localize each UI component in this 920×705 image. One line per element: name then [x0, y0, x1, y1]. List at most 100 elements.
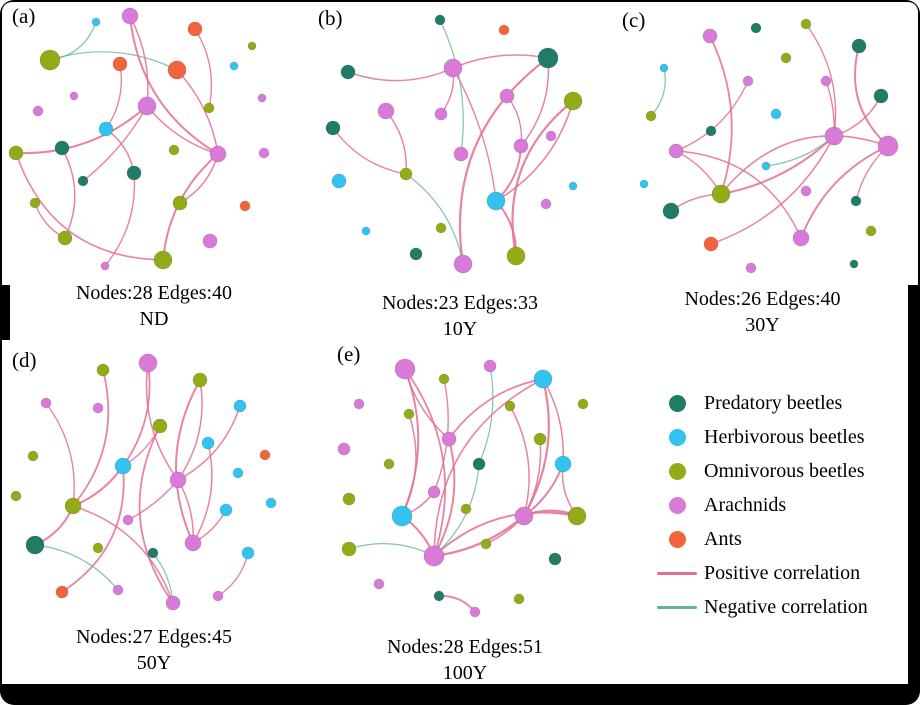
positive-correlation-edge [129, 15, 149, 107]
herbivorous-beetle-node [232, 467, 244, 479]
arachnid-node [453, 146, 469, 162]
legend-label: Herbivorous beetles [704, 426, 865, 448]
positive-correlation-edge [122, 362, 151, 467]
negative-correlation-edge [478, 365, 494, 465]
arachnid-node [792, 229, 810, 247]
arachnid-node [137, 96, 157, 116]
positive-correlation-edge [805, 23, 837, 137]
positive-correlation-edge [177, 405, 241, 481]
herbivorous-beetle-node [91, 17, 101, 27]
predatory-beetle-node [325, 120, 341, 136]
positive-correlation-edge [710, 135, 835, 245]
omnivorous-beetle-node [399, 167, 413, 181]
herbivorous-beetle-node [201, 436, 215, 450]
positive-correlation-edge [448, 378, 544, 440]
predatory-beetle-node [472, 457, 486, 471]
omnivorous-beetle-node [577, 398, 589, 410]
herbivorous-beetle-node [554, 455, 572, 473]
arachnid-node [513, 138, 529, 154]
omnivorous-beetle-node [168, 144, 180, 156]
positive-correlation-edge [72, 369, 110, 507]
panel-e-label: (e) [337, 342, 361, 366]
arachnid-node [441, 431, 457, 447]
negative-correlation-line-icon [657, 606, 697, 609]
arachnid-node [353, 398, 365, 410]
positive-correlation-edge [177, 479, 194, 544]
predatory-beetle-dot-icon [668, 395, 686, 412]
omnivorous-beetle-node [438, 373, 450, 385]
positive-correlation-edge [177, 379, 203, 481]
arachnid-node [209, 145, 227, 163]
positive-correlation-edge [217, 552, 249, 597]
omnivorous-beetle-node [504, 400, 516, 412]
positive-correlation-edge [192, 442, 213, 544]
arachnid-node [668, 143, 684, 159]
omnivorous-beetle-node [96, 363, 110, 377]
predatory-beetle-node [850, 195, 862, 207]
positive-correlation-edge [72, 465, 124, 507]
arachnid-node [824, 126, 844, 146]
ant-node [187, 21, 203, 37]
ant-node [703, 236, 719, 252]
arachnid-node [122, 514, 134, 526]
arachnid-node [377, 102, 395, 120]
panel-d: (d) Nodes:27 Edges:45 50Y [6, 346, 302, 676]
panel-b-stats: Nodes:23 Edges:33 [381, 292, 539, 314]
legend-item: Herbivorous beetles [656, 426, 912, 449]
herbivorous-beetle-node [568, 181, 578, 191]
herbivorous-beetle-node [761, 161, 771, 171]
positive-correlation-edge [675, 80, 749, 152]
ant-node [55, 585, 69, 599]
positive-correlation-edge [433, 378, 544, 557]
legend-item: Ants [656, 528, 912, 551]
herbivorous-beetle-node [114, 457, 132, 475]
arachnid-node [184, 534, 202, 552]
positive-correlation-edge [404, 368, 447, 557]
ant-dot-icon [668, 531, 686, 548]
arachnid-node [165, 595, 181, 611]
omnivorous-beetle-node [403, 408, 415, 420]
positive-correlation-edge [854, 45, 889, 147]
arachnid-dot-icon [668, 497, 686, 514]
omnivorous-beetle-node [533, 432, 547, 446]
omnivorous-beetle-node [563, 91, 583, 111]
positive-correlation-edge [194, 28, 213, 109]
arachnid-node [394, 358, 416, 380]
herbivorous-beetle-node [241, 546, 255, 560]
positive-correlation-edge [127, 479, 179, 521]
legend-item: Omnivorous beetles [656, 460, 912, 483]
positive-correlation-edge [129, 15, 219, 155]
omnivorous-beetle-node [567, 506, 587, 526]
background-bottom [2, 340, 908, 684]
panel-e-stats: Nodes:28 Edges:51 [386, 636, 544, 658]
arachnid-node [702, 28, 718, 44]
predatory-beetle-node [537, 47, 559, 69]
positive-correlation-edge [61, 147, 76, 239]
omnivorous-beetle-node [506, 246, 526, 266]
positive-correlation-edge [452, 54, 549, 69]
omnivorous-beetle-node [711, 184, 731, 204]
ant-node [239, 200, 251, 212]
arachnid-node [877, 135, 899, 157]
arachnid-node [32, 105, 44, 117]
legend-label: Predatory beetles [704, 392, 843, 414]
omnivorous-beetle-node [480, 538, 492, 550]
herbivorous-beetle-node [486, 191, 506, 211]
positive-correlation-edge [720, 135, 889, 195]
arachnid-node [820, 75, 832, 87]
predatory-beetle-node [849, 259, 859, 269]
legend-label: Negative correlation [704, 596, 868, 618]
predatory-beetle-node [147, 547, 159, 559]
predatory-beetle-node [25, 535, 45, 555]
predatory-beetle-node [77, 175, 89, 187]
positive-correlation-edge [452, 67, 497, 202]
negative-correlation-edge [405, 173, 464, 265]
arachnid-node [69, 91, 79, 101]
omnivorous-beetle-node [64, 497, 82, 515]
arachnid-node [169, 471, 187, 489]
network-plot-e [337, 358, 589, 618]
omnivorous-beetle-node [780, 52, 792, 64]
positive-correlation-edge [45, 402, 75, 507]
positive-correlation-edge [61, 465, 125, 593]
omnivorous-beetle-node [800, 18, 812, 30]
